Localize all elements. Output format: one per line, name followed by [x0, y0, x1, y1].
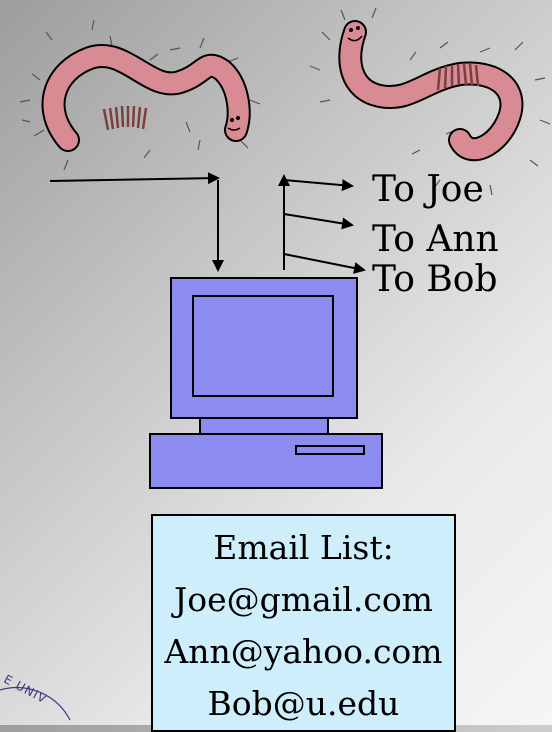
recipient-label-ann: To Ann: [372, 222, 499, 258]
computer-icon: [150, 278, 382, 488]
email-address-joe: Joe@gmail.com: [153, 574, 454, 626]
recipient-label-bob: To Bob: [372, 262, 498, 298]
email-list-box: Email List: Joe@gmail.com Ann@yahoo.com …: [151, 514, 456, 732]
email-address-bob: Bob@u.edu: [153, 678, 454, 730]
left-worm-icon: [20, 20, 260, 170]
recipient-label-joe: To Joe: [372, 172, 484, 208]
email-list-title: Email List:: [153, 522, 454, 574]
send-arrows-icon: [284, 176, 364, 270]
email-address-ann: Ann@yahoo.com: [153, 626, 454, 678]
infection-arrow-icon: [50, 178, 218, 270]
right-worm-icon: [310, 8, 550, 195]
